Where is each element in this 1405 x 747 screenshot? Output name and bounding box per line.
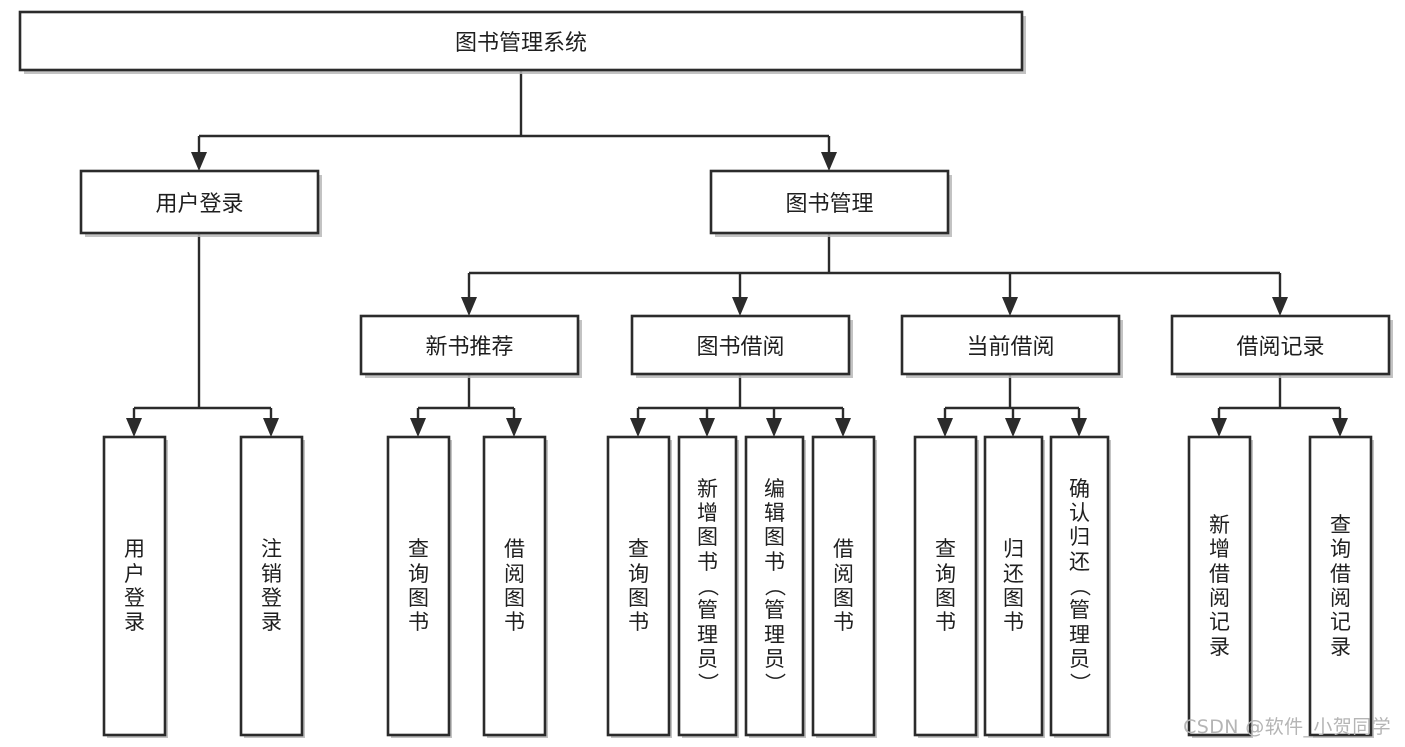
arrow-head-new-book-recommend — [461, 297, 477, 316]
arrow-head-user-login — [191, 152, 207, 171]
node-leaf-return-book[interactable] — [983, 435, 1044, 737]
arrow-head-current-borrow — [1002, 297, 1018, 316]
arrow-head-leaf-logout-login — [263, 418, 279, 437]
node-root[interactable] — [18, 10, 1024, 72]
arrow-head-borrow-record — [1272, 297, 1288, 316]
csdn-watermark: CSDN @软件_小贺同学 — [1183, 716, 1391, 738]
node-borrow-record[interactable] — [1170, 314, 1391, 376]
arrow-head-leaf-borrow-book-1 — [506, 418, 522, 437]
arrow-head-leaf-query-book-1 — [410, 418, 426, 437]
node-current-borrow[interactable] — [900, 314, 1121, 376]
arrow-head-leaf-borrow-book-2 — [835, 418, 851, 437]
node-box-layer — [18, 10, 1391, 737]
node-leaf-logout-login[interactable] — [239, 435, 304, 737]
arrow-head-leaf-query-borrow-record — [1332, 418, 1348, 437]
node-leaf-query-borrow-record[interactable] — [1308, 435, 1373, 737]
arrow-head-leaf-confirm-return — [1071, 418, 1087, 437]
node-user-login[interactable] — [79, 169, 320, 235]
node-leaf-add-book[interactable] — [677, 435, 738, 737]
arrow-head-leaf-query-book-2 — [630, 418, 646, 437]
node-leaf-edit-book[interactable] — [744, 435, 805, 737]
arrow-head-book-manage — [821, 152, 837, 171]
arrow-head-book-borrow — [732, 297, 748, 316]
node-leaf-query-book-1[interactable] — [386, 435, 451, 737]
node-book-borrow[interactable] — [630, 314, 851, 376]
arrow-head-leaf-query-book-3 — [937, 418, 953, 437]
arrow-head-leaf-add-book — [699, 418, 715, 437]
node-new-book-recommend[interactable] — [359, 314, 580, 376]
node-leaf-borrow-book-1[interactable] — [482, 435, 547, 737]
arrow-head-leaf-edit-book — [766, 418, 782, 437]
node-leaf-add-borrow-record[interactable] — [1187, 435, 1252, 737]
arrow-head-leaf-user-login — [126, 418, 142, 437]
node-leaf-user-login[interactable] — [102, 435, 167, 737]
node-leaf-borrow-book-2[interactable] — [811, 435, 876, 737]
arrow-head-leaf-add-borrow-record — [1211, 418, 1227, 437]
node-leaf-query-book-2[interactable] — [606, 435, 671, 737]
node-leaf-confirm-return[interactable] — [1049, 435, 1110, 737]
node-book-manage[interactable] — [709, 169, 950, 235]
arrow-head-leaf-return-book — [1005, 418, 1021, 437]
connector-layer — [126, 70, 1348, 437]
node-leaf-query-book-3[interactable] — [913, 435, 978, 737]
